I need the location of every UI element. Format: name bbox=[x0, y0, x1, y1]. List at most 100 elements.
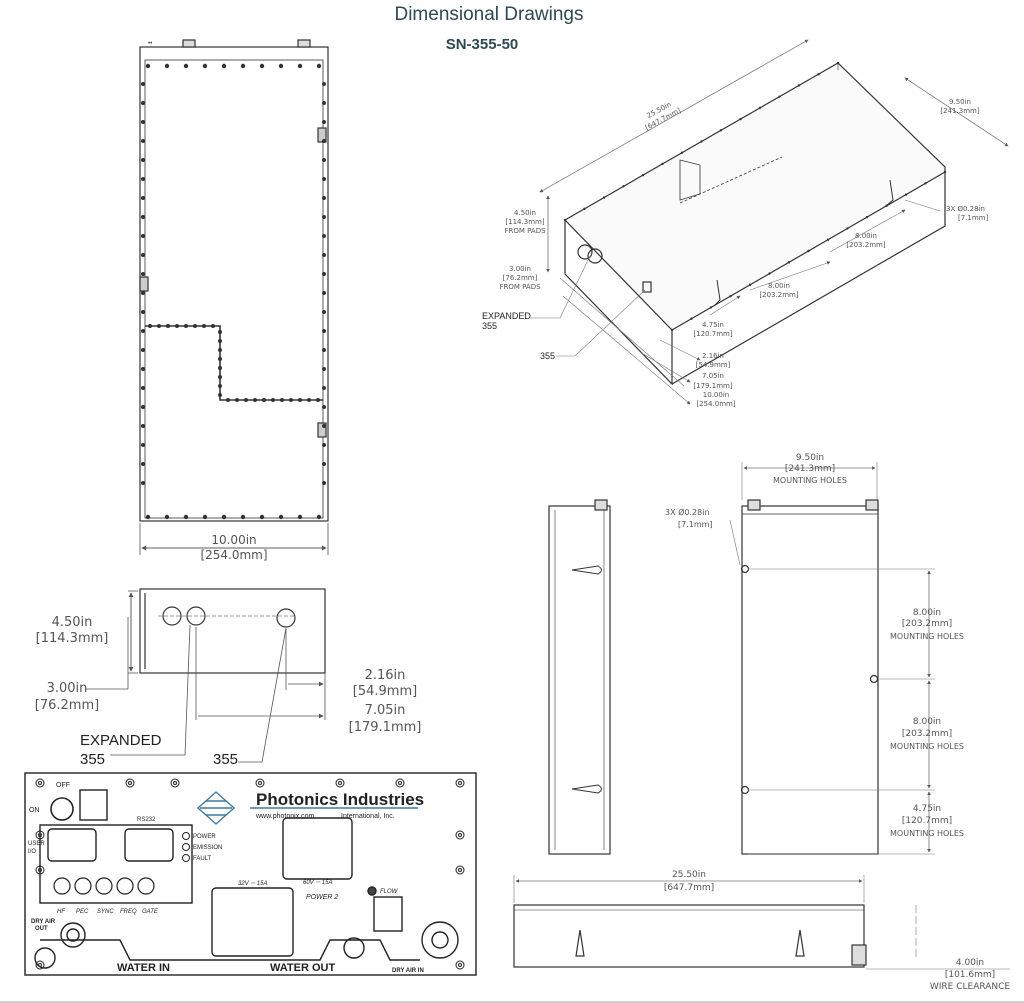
iso-d8a-in: 8.00in bbox=[855, 232, 877, 240]
dry-air-out-label-2: OUT bbox=[35, 926, 48, 932]
bolt bbox=[244, 398, 248, 402]
bolt bbox=[322, 272, 326, 276]
side-view bbox=[513, 904, 867, 968]
power2-spec-label: 60V ⎓ 15A bbox=[303, 880, 332, 886]
iso-pads-mm: [114.3mm] bbox=[505, 218, 544, 226]
iso-pads2-mm: [76.2mm] bbox=[503, 274, 538, 282]
port1-in: 7.05in bbox=[365, 703, 406, 718]
top-width-in: 10.00in bbox=[211, 533, 256, 547]
bolt bbox=[680, 151, 684, 154]
bolt bbox=[218, 357, 222, 361]
bolt bbox=[235, 398, 239, 402]
bolt bbox=[145, 514, 151, 520]
bolt bbox=[145, 63, 151, 69]
bolt bbox=[141, 348, 145, 352]
photonics-logo bbox=[196, 791, 418, 825]
iso-callout-expanded-num: 355 bbox=[482, 321, 497, 331]
led-label-emission: EMISSION bbox=[193, 845, 222, 851]
screw bbox=[35, 960, 45, 970]
bolt bbox=[259, 514, 265, 520]
iso-d8a-mm: [203.2mm] bbox=[846, 241, 885, 249]
bolt bbox=[141, 158, 145, 162]
bolt bbox=[739, 117, 742, 121]
bolt bbox=[141, 234, 145, 238]
bolt bbox=[719, 129, 723, 132]
panel-user-io-label-2: I/O bbox=[28, 849, 36, 855]
bolt bbox=[141, 386, 145, 390]
led-label-power: POWER bbox=[193, 834, 216, 840]
bolt bbox=[141, 101, 145, 105]
model-number: SN-355-50 bbox=[445, 36, 519, 53]
screw bbox=[395, 778, 405, 788]
bolt bbox=[253, 398, 257, 402]
bnc-label-gate: GATE bbox=[142, 909, 159, 915]
bolt bbox=[322, 386, 326, 390]
water-in-label: WATER IN bbox=[117, 962, 170, 974]
rear-width-mm: [241.3mm] bbox=[785, 464, 835, 474]
bolt bbox=[166, 324, 170, 328]
page-bottom-rule bbox=[0, 1001, 1024, 1003]
bolt bbox=[141, 139, 145, 143]
bolt bbox=[278, 514, 284, 520]
panel-brand: Photonics Industries bbox=[256, 790, 424, 809]
panel-on-label: ON bbox=[29, 807, 40, 814]
bolt bbox=[240, 514, 246, 520]
panel-leds bbox=[182, 832, 190, 862]
rear-h1-mm: [203.2mm] bbox=[902, 619, 952, 629]
bolt bbox=[297, 63, 303, 69]
rear-width-in: 9.50in bbox=[796, 453, 824, 463]
screw-center bbox=[38, 963, 42, 967]
dry-air-out-label-1: DRY AIR bbox=[31, 919, 56, 925]
bolt bbox=[602, 196, 606, 199]
bolt bbox=[316, 514, 322, 520]
top-view: •• bbox=[139, 39, 329, 522]
iso-d475-in: 4.75in bbox=[702, 321, 724, 329]
screw bbox=[35, 778, 45, 788]
rear-holes: 3X Ø0.28in bbox=[665, 507, 710, 517]
bolt bbox=[322, 120, 326, 124]
bnc-connector bbox=[53, 877, 71, 895]
screw bbox=[455, 830, 465, 840]
screw bbox=[335, 778, 345, 788]
bolt bbox=[322, 291, 326, 295]
iso-callout-expanded: EXPANDED bbox=[482, 311, 531, 321]
bnc-connector bbox=[95, 877, 113, 895]
bolt bbox=[141, 310, 145, 314]
bolt bbox=[316, 63, 322, 69]
bolt bbox=[807, 249, 810, 253]
top-width-dimension bbox=[139, 523, 329, 555]
screw-center bbox=[38, 868, 42, 872]
top-width-mm: [254.0mm] bbox=[200, 548, 267, 562]
iso-dimensions bbox=[530, 39, 1009, 405]
side-wire-lbl: WIRE CLEARANCE bbox=[930, 982, 1011, 992]
bolt bbox=[322, 196, 326, 200]
bolt bbox=[670, 328, 674, 332]
iso-d10-in: 10.00in bbox=[703, 391, 729, 399]
bolt bbox=[322, 310, 326, 314]
bolt bbox=[322, 82, 326, 86]
bolt bbox=[661, 162, 664, 166]
screw-center bbox=[128, 781, 132, 785]
bolt bbox=[141, 215, 145, 219]
bolt bbox=[322, 101, 326, 105]
rear-h1-in: 8.00in bbox=[913, 608, 941, 618]
screw-center bbox=[38, 833, 42, 837]
iso-callout-355: 355 bbox=[540, 351, 555, 361]
bolt bbox=[322, 424, 326, 428]
page-title: Dimensional Drawings bbox=[394, 4, 584, 25]
bolt bbox=[298, 398, 302, 402]
bolt bbox=[141, 405, 145, 409]
top-view-bolts bbox=[141, 63, 326, 520]
panel-screws bbox=[35, 778, 465, 970]
bolt bbox=[183, 63, 189, 69]
bolt bbox=[322, 139, 326, 143]
bnc-connector bbox=[137, 877, 155, 895]
iso-d475-mm: [120.7mm] bbox=[693, 330, 732, 338]
front-height-mm: [114.3mm] bbox=[36, 631, 109, 646]
bolt bbox=[700, 140, 703, 143]
bolt bbox=[141, 329, 145, 333]
bolt bbox=[226, 398, 230, 402]
bolt bbox=[307, 398, 311, 402]
bolt bbox=[240, 63, 246, 69]
bolt bbox=[262, 398, 266, 402]
